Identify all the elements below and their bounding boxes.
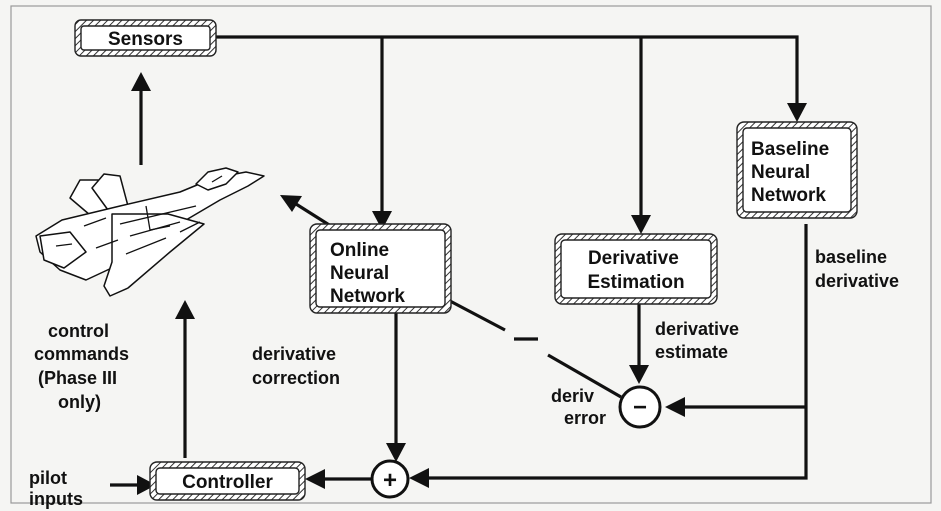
arrowheads	[131, 72, 807, 495]
svg-text:Baseline Neural Ne: Baseline Neural Network	[751, 139, 834, 206]
derivative-estimation-label-line-1: Derivative	[588, 248, 679, 269]
fighter-jet-icon	[35, 167, 265, 297]
deriv-error-feedback-a	[449, 299, 506, 332]
controller-label: Controller	[182, 472, 273, 493]
arrowhead-derivest-in	[631, 215, 651, 234]
svg-text:Controller: Controller	[182, 472, 273, 493]
sensors-output-bus	[216, 35, 799, 106]
baseline-nn-label-line-2: Neural	[751, 162, 810, 183]
arrowhead-controller-in-left	[137, 475, 156, 495]
difference-junction: −	[618, 385, 662, 429]
baseline-neural-network-block: Baseline Neural Network	[736, 121, 858, 219]
online-nn-label-line-2: Neural	[330, 263, 389, 284]
arrowhead-aircraft-in	[280, 195, 302, 212]
arrowhead-baseline-in	[787, 103, 807, 122]
baseline-nn-label-line-3: Network	[751, 185, 826, 206]
difference-sign: −	[633, 394, 647, 421]
arrowhead-sum-in-right	[409, 468, 429, 488]
arrowhead-online-in	[372, 211, 392, 230]
deriv-error-feedback-b	[547, 353, 622, 399]
derivative-estimation-block: Derivative Estimation	[554, 233, 718, 305]
online-neural-network-block: Online Neural Network	[309, 223, 452, 314]
derivative-estimate-label: derivative estimate	[655, 319, 744, 362]
online-nn-label-line-1: Online	[330, 240, 389, 261]
figure-border	[10, 5, 932, 504]
sum-junction: +	[370, 459, 410, 499]
baseline-nn-label-line-1: Baseline	[751, 139, 829, 160]
control-commands-label: control commands (Phase III only)	[34, 321, 134, 412]
derivative-correction-label: derivative correction	[252, 344, 341, 388]
derivative-estimation-label-line-2: Estimation	[587, 272, 684, 293]
deriv-error-label: deriv error	[551, 386, 606, 428]
arrowhead-sum-in-top	[386, 443, 406, 462]
sensors-label: Sensors	[108, 29, 183, 50]
connections	[110, 35, 808, 487]
arrowhead-diff-in-right	[665, 397, 685, 417]
arrowhead-diff-in-top	[629, 365, 649, 384]
arrowhead-sensors-in	[131, 72, 151, 91]
sum-sign: +	[383, 467, 397, 494]
online-nn-label-line-3: Network	[330, 286, 405, 307]
svg-text:Online Neural Netw: Online Neural Network	[330, 240, 405, 307]
baseline-output-line	[426, 224, 808, 480]
arrowhead-aircraft-in-bottom	[175, 300, 195, 319]
controller-block: Controller	[149, 461, 306, 501]
pilot-inputs-label: pilot inputs	[29, 468, 83, 509]
svg-text:Derivative Estimation: Derivative Estimation	[587, 248, 684, 293]
arrowhead-controller-in-right	[305, 469, 325, 489]
svg-text:Sensors: Sensors	[108, 29, 183, 50]
baseline-derivative-label: baseline derivative	[815, 247, 899, 291]
sensors-block: Sensors	[74, 19, 217, 57]
